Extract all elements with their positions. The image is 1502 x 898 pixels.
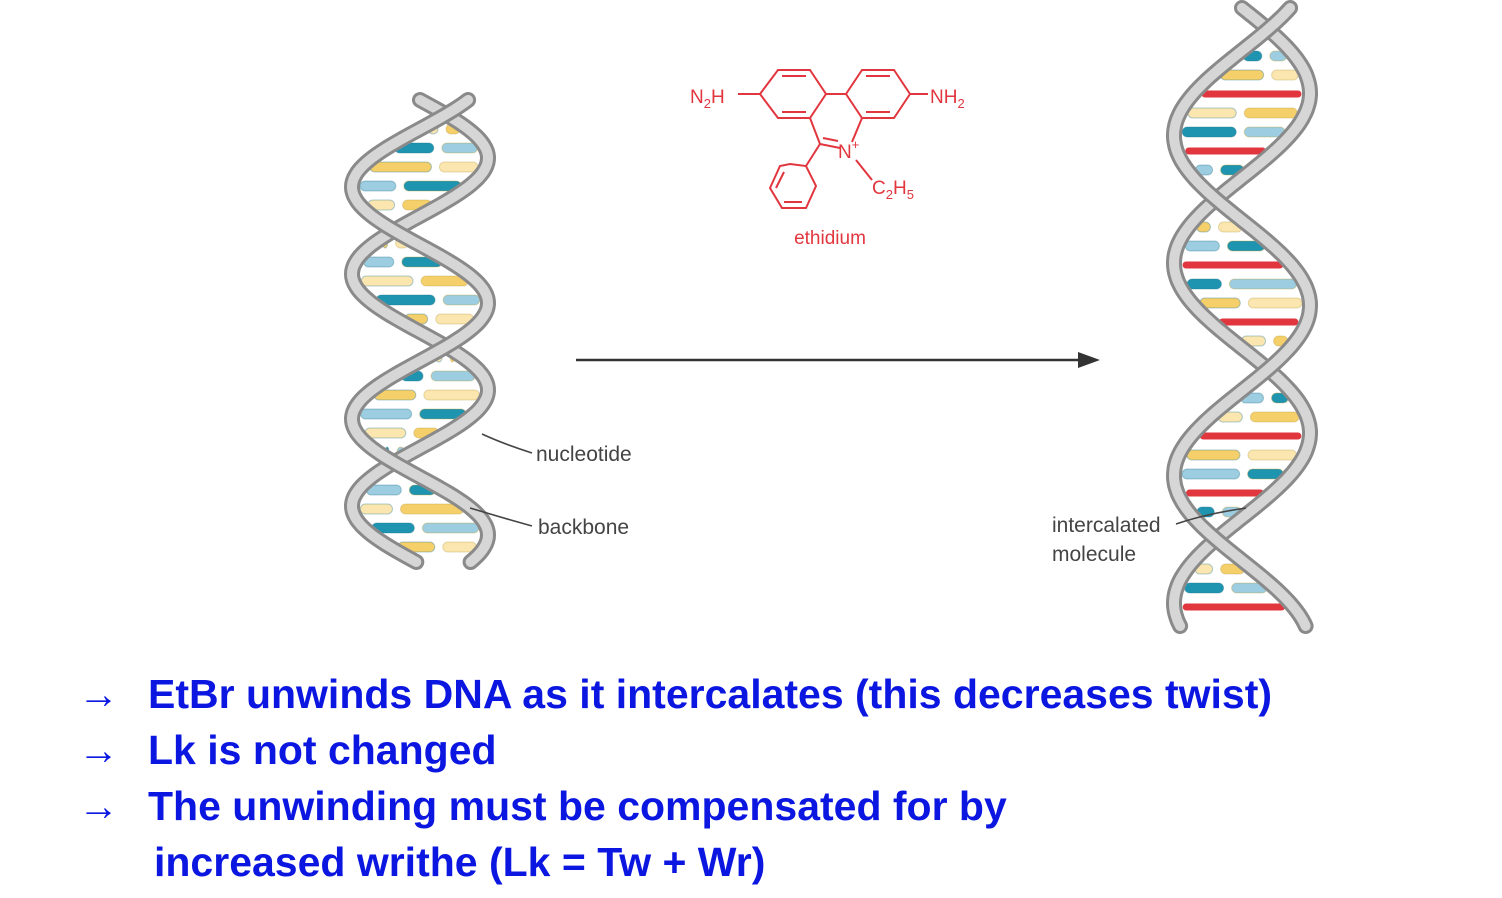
intercalated-molecule-label-line1: intercalated <box>1052 514 1161 537</box>
nucleotide-base <box>369 161 432 173</box>
nucleotide-base <box>1271 69 1299 81</box>
arrow-icon: → <box>78 783 119 829</box>
nucleotide-base <box>1243 107 1298 119</box>
dna-intercalation-diagram: N2H NH2 N+ C2H5 ethidium nucleotide back… <box>343 0 1319 634</box>
nucleotide-base <box>441 142 479 154</box>
nucleotide-base <box>442 541 477 553</box>
nucleotide-base <box>1187 107 1237 119</box>
bullet-item: → EtBr unwinds DNA as it intercalates (t… <box>78 666 1488 722</box>
bullet-text: Lk is not changed <box>148 727 497 773</box>
backbone-strand-highlight <box>1168 3 1315 631</box>
bullet-continuation: increased writhe (Lk = Tw + Wr) <box>154 839 766 885</box>
nucleotide-base <box>364 427 407 439</box>
nucleotide-base <box>1186 449 1241 461</box>
nucleotide-base <box>360 408 413 420</box>
arrow-icon: → <box>78 671 119 717</box>
dna-helix-normal <box>343 92 497 570</box>
backbone-strand-highlight <box>346 95 494 567</box>
amino-group-left-label: N2H <box>690 87 725 111</box>
molecule-name-label: ethidium <box>794 228 866 249</box>
quaternary-nitrogen-label: N+ <box>838 137 859 163</box>
nucleotide-base <box>423 389 480 401</box>
nucleotide-base <box>1228 278 1298 290</box>
ethyl-group-label: C2H5 <box>872 178 914 202</box>
backbone-strand-highlight <box>1168 3 1316 631</box>
nucleotide-base <box>430 370 476 382</box>
backbone-label: backbone <box>538 516 629 539</box>
nucleotide-base <box>442 294 481 306</box>
nucleotide-label: nucleotide <box>536 443 632 466</box>
leader-lines <box>469 433 1247 527</box>
intercalated-molecule-label-line2: molecule <box>1052 543 1136 566</box>
nucleotide-base <box>438 161 479 173</box>
nucleotide-base <box>360 275 414 287</box>
bullet-text: EtBr unwinds DNA as it intercalates (thi… <box>148 671 1273 717</box>
nucleotide-base <box>1199 297 1241 309</box>
nucleotide-base <box>1247 449 1297 461</box>
dna-helix-intercalated <box>1165 0 1319 634</box>
amino-group-right-label: NH2 <box>930 87 965 111</box>
reaction-arrow <box>576 352 1100 368</box>
nucleotide-base <box>421 522 480 534</box>
bullet-text: The unwinding must be compensated for by <box>148 783 1007 829</box>
bullet-item: → Lk is not changed <box>78 722 1488 778</box>
arrow-icon: → <box>78 727 119 773</box>
nucleotide-base <box>1247 297 1303 309</box>
nucleotide-base <box>1249 411 1300 423</box>
bullet-list: → EtBr unwinds DNA as it intercalates (t… <box>78 666 1488 890</box>
ethidium-structure <box>738 69 928 209</box>
nucleotide-base <box>359 180 397 192</box>
ethidium-labels: N2H NH2 N+ C2H5 ethidium <box>690 87 965 249</box>
nucleotide-base <box>1181 126 1237 138</box>
nucleotide-base <box>1181 468 1241 480</box>
nucleotide-base <box>359 503 393 515</box>
backbone-strand-highlight <box>346 95 494 567</box>
nucleotide-base <box>1186 278 1222 290</box>
nucleotide-base <box>1184 240 1220 252</box>
nucleotide-base <box>1184 582 1225 594</box>
bullet-item: → The unwinding must be compensated for … <box>78 778 1488 834</box>
nucleotide-base <box>1243 126 1286 138</box>
